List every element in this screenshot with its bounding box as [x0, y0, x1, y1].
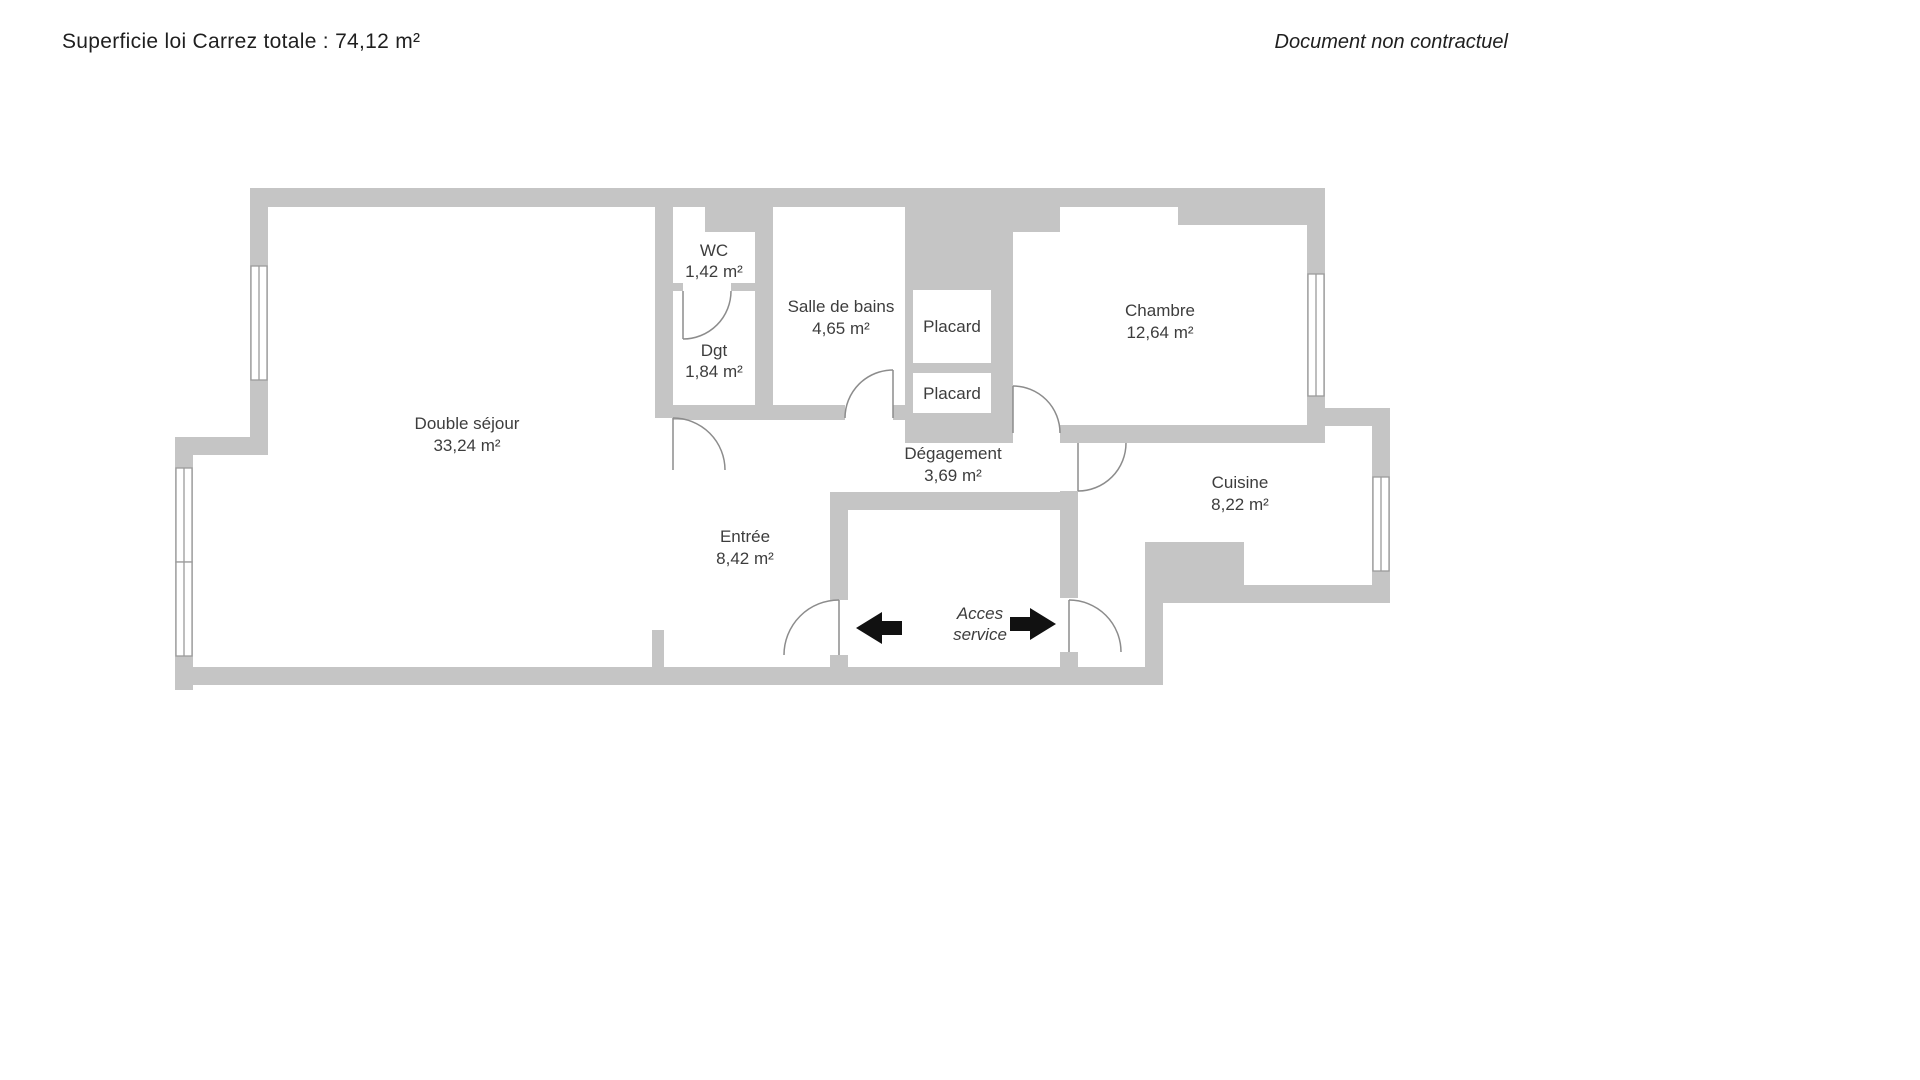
- arrow-left-icon: [856, 612, 902, 644]
- window-icon: [175, 561, 193, 657]
- wall-chambre-bottom: [1060, 425, 1325, 443]
- wall-vestibule-left-upper: [830, 492, 848, 600]
- arrow-right-icon: [1010, 608, 1056, 640]
- svg-text:4,65 m²: 4,65 m²: [812, 319, 870, 338]
- door-sejour: [672, 417, 726, 471]
- service-access: Acces service: [856, 604, 1056, 644]
- room-labels: Double séjour 33,24 m² WC 1,42 m² Dgt 1,…: [415, 241, 1270, 568]
- door-salle-de-bains: [844, 369, 894, 419]
- svg-text:12,64 m²: 12,64 m²: [1126, 323, 1193, 342]
- page-title: Superficie loi Carrez totale : 74,12 m²: [62, 30, 421, 53]
- svg-text:WC: WC: [700, 241, 728, 260]
- doors: [672, 290, 1127, 656]
- wall-left-step: [175, 437, 268, 455]
- disclaimer-text: Document non contractuel: [1274, 31, 1508, 53]
- wall-cuisine-bottom: [1235, 585, 1390, 603]
- wall-bottom-left: [175, 667, 848, 685]
- svg-text:Dgt: Dgt: [701, 341, 728, 360]
- window-icon: [1372, 476, 1390, 572]
- wall-service-bottom: [848, 667, 1160, 685]
- wall-sdb-bottom-left: [773, 405, 845, 420]
- svg-text:Salle de bains: Salle de bains: [788, 297, 895, 316]
- service-access-label-line1: Acces: [956, 604, 1004, 623]
- wall-top: [250, 188, 1325, 207]
- door-service-left: [783, 599, 840, 656]
- room-label-placard-haut: Placard: [923, 317, 981, 336]
- wall-placard-mid: [905, 363, 991, 373]
- window-icon: [1307, 273, 1325, 397]
- door-wc: [682, 290, 732, 340]
- door-service-right: [1068, 599, 1122, 653]
- room-label-double-sejour: Double séjour 33,24 m²: [415, 414, 520, 455]
- svg-text:3,69 m²: 3,69 m²: [924, 466, 982, 485]
- room-label-salle-de-bains: Salle de bains 4,65 m²: [788, 297, 895, 338]
- wall-placard-bottom: [905, 413, 991, 443]
- wall-wc-notch: [705, 207, 755, 232]
- svg-text:Dégagement: Dégagement: [904, 444, 1002, 463]
- room-label-entree: Entrée 8,42 m²: [716, 527, 774, 568]
- wall-cuisine-step-block: [1145, 542, 1244, 603]
- door-chambre: [1012, 385, 1061, 434]
- wall-sejour-stub: [652, 630, 664, 667]
- door-cuisine: [1077, 442, 1127, 492]
- room-label-placard-bas: Placard: [923, 384, 981, 403]
- window-icon: [250, 265, 268, 381]
- room-label-cuisine: Cuisine 8,22 m²: [1211, 473, 1269, 514]
- room-label-chambre: Chambre 12,64 m²: [1125, 301, 1195, 342]
- wall-chambre-left: [995, 207, 1013, 443]
- svg-text:Placard: Placard: [923, 384, 981, 403]
- wall-placard-left-strip: [905, 290, 913, 413]
- svg-text:33,24 m²: 33,24 m²: [433, 436, 500, 455]
- wall-wc-sep-left: [655, 283, 683, 291]
- room-label-dgt: Dgt 1,84 m²: [685, 341, 743, 381]
- wall-sejour-right: [655, 207, 673, 418]
- svg-text:Cuisine: Cuisine: [1212, 473, 1269, 492]
- wall-vestibule-right-lower: [1060, 652, 1078, 685]
- window-icon: [175, 467, 193, 563]
- wall-sdb-bottom-right: [893, 405, 905, 420]
- wall-vestibule-left-lower: [830, 655, 848, 685]
- service-access-label-line2: service: [953, 625, 1007, 644]
- svg-text:8,22 m²: 8,22 m²: [1211, 495, 1269, 514]
- svg-text:Entrée: Entrée: [720, 527, 770, 546]
- wall-service-right: [1145, 603, 1163, 685]
- wall-right-step: [1307, 408, 1390, 426]
- svg-text:Placard: Placard: [923, 317, 981, 336]
- room-label-wc: WC 1,42 m²: [685, 241, 743, 281]
- svg-text:1,84 m²: 1,84 m²: [685, 362, 743, 381]
- svg-text:Chambre: Chambre: [1125, 301, 1195, 320]
- windows: [175, 265, 1390, 657]
- svg-text:Double séjour: Double séjour: [415, 414, 520, 433]
- wall-chambre-top-left-block: [1013, 207, 1060, 232]
- wall-wc-sep-right: [731, 283, 755, 291]
- wall-chambre-top-right-strip: [1178, 207, 1307, 225]
- wall-cuisine-left-mid: [1060, 491, 1078, 598]
- svg-text:1,42 m²: 1,42 m²: [685, 262, 743, 281]
- walls: [175, 188, 1390, 690]
- room-label-degagement: Dégagement 3,69 m²: [904, 444, 1002, 485]
- wall-dgt-bottom: [673, 405, 755, 420]
- svg-text:8,42 m²: 8,42 m²: [716, 549, 774, 568]
- wall-degagement-bottom: [830, 492, 1078, 510]
- wall-wc-right: [755, 207, 773, 420]
